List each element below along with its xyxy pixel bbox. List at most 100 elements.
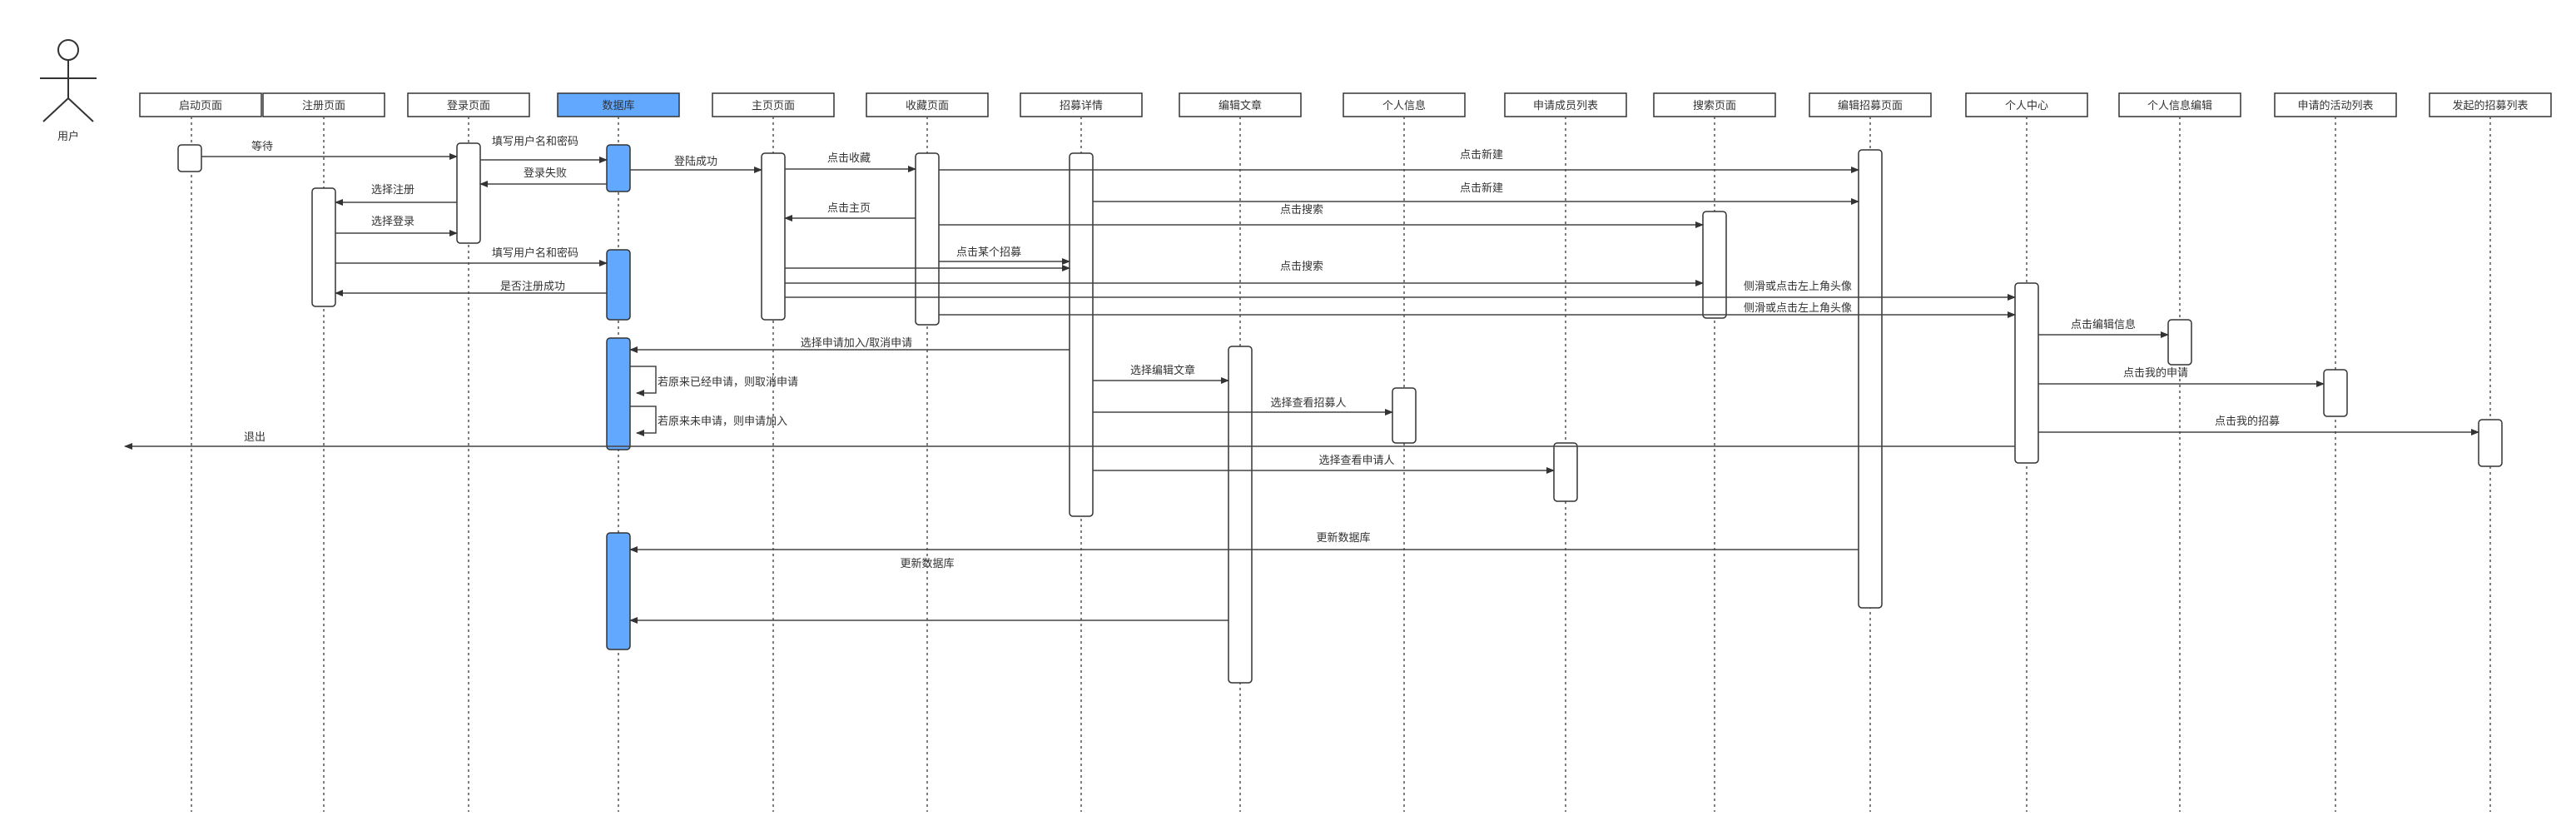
participant-label: 申请成员列表: [1533, 100, 1598, 112]
message-label: 填写用户名和密码: [492, 135, 578, 148]
activation-personal-center: [2014, 282, 2039, 464]
message-label: 点击主页: [827, 202, 871, 215]
activation-edit-recruit: [1858, 149, 1883, 609]
message-detail-new: 点击新建: [1093, 182, 1859, 205]
activation-database: [606, 337, 631, 450]
message-my-applications: 点击我的申请: [2038, 366, 2325, 387]
participant-label: 发起的招募列表: [2452, 99, 2528, 112]
activation-edit-article: [1228, 346, 1253, 684]
message-label: 点击搜索: [1280, 261, 1323, 273]
participant-label: 搜索页面: [1693, 100, 1736, 112]
actor-label: 用户: [57, 130, 79, 143]
message-detail-search: 点击搜索: [939, 204, 1704, 228]
participant-label: 启动页面: [179, 100, 222, 112]
message-label: 若原来已经申请，则取消申请: [658, 376, 798, 389]
message-click-favorites: 点击收藏: [785, 152, 916, 172]
participant-initiated-recruits: 发起的招募列表: [2429, 92, 2552, 812]
message-view-applicants: 选择查看申请人: [1093, 454, 1555, 474]
message-favorites-personal-center: 侧滑或点击左上角头像: [939, 302, 2016, 318]
message-apply-toggle: 选择申请加入/取消申请: [629, 337, 1070, 353]
message-choose-login: 选择登录: [335, 216, 458, 236]
message-label: 点击编辑信息: [2071, 318, 2136, 331]
message-label: 等待: [251, 140, 273, 153]
participant-personal-center: 个人中心: [1965, 92, 2088, 812]
message-label: 侧滑或点击左上角头像: [1744, 281, 1852, 293]
message-label: 点击我的申请: [2123, 366, 2188, 380]
participant-edit-recruit: 编辑招募页面: [1809, 92, 1932, 812]
activation-favorites: [915, 152, 940, 326]
participant-label: 招募详情: [1060, 100, 1103, 112]
message-self-cancel: 若原来已经申请，则取消申请: [630, 366, 798, 396]
activation-boxes: [177, 142, 2503, 684]
participant-label: 编辑文章: [1219, 99, 1262, 112]
participant-edit-article: 编辑文章: [1179, 92, 1302, 812]
messages: 等待 填写用户名和密码 登陆成功 登录失败 点击收藏 点击新建 选择注册 点击: [124, 135, 2479, 624]
participant-home: 主页页面: [712, 92, 835, 812]
message-self-apply: 若原来未申请，则申请加入: [630, 406, 787, 436]
message-label: 点击新建: [1460, 148, 1503, 162]
participant-label: 个人中心: [2005, 100, 2048, 112]
activation-applied-activities: [2323, 369, 2348, 417]
participant-applied-activities: 申请的活动列表: [2274, 92, 2397, 812]
message-label: 侧滑或点击左上角头像: [1744, 302, 1852, 315]
participant-label: 编辑招募页面: [1838, 100, 1903, 112]
participant-label: 个人信息: [1382, 99, 1426, 112]
message-home-personal-center: 侧滑或点击左上角头像: [785, 281, 2016, 301]
participant-recruit-detail: 招募详情: [1020, 92, 1143, 812]
message-label: 登陆成功: [674, 155, 717, 168]
participant-label: 收藏页面: [906, 100, 949, 112]
message-label: 选择登录: [371, 216, 414, 228]
participant-login: 登录页面: [407, 92, 530, 812]
message-register-submit: 填写用户名和密码: [335, 246, 608, 266]
message-label: 登录失败: [524, 167, 567, 180]
participant-personal-info: 个人信息: [1343, 92, 1466, 812]
participant-label: 登录页面: [447, 100, 490, 112]
message-wait: 等待: [201, 140, 458, 160]
activation-recruit-detail: [1069, 152, 1094, 517]
message-my-recruits: 点击我的招募: [2038, 415, 2479, 435]
participant-label: 主页页面: [752, 100, 795, 112]
activation-edit-personal-info: [2167, 319, 2192, 366]
participant-search: 搜索页面: [1653, 92, 1776, 812]
message-label: 点击收藏: [827, 152, 871, 165]
message-label: 点击某个招募: [956, 246, 1021, 259]
message-label: 是否注册成功: [500, 281, 565, 293]
activation-applicant-list: [1553, 442, 1578, 502]
message-label: 选择注册: [371, 184, 414, 197]
participant-register: 注册页面: [262, 92, 385, 812]
message-update-db-recruit: 更新数据库: [629, 531, 1859, 553]
activation-login: [456, 142, 481, 244]
participant-edit-personal-info: 个人信息编辑: [2118, 92, 2241, 812]
actor-user: 用户: [40, 39, 97, 143]
participant-applicant-list: 申请成员列表: [1504, 92, 1627, 812]
message-login-fail: 登录失败: [479, 167, 607, 187]
message-view-recruiter: 选择查看招募人: [1093, 396, 1393, 416]
message-label: 选择查看招募人: [1270, 396, 1346, 410]
message-label: 选择申请加入/取消申请: [801, 337, 912, 350]
message-exit: 退出: [124, 431, 2015, 450]
message-edit-info: 点击编辑信息: [2038, 318, 2169, 338]
message-label: 选择查看申请人: [1318, 454, 1394, 467]
message-label: 退出: [244, 431, 266, 444]
message-edit-article: 选择编辑文章: [1093, 364, 1229, 384]
message-register-result: 是否注册成功: [335, 281, 607, 296]
activation-database: [606, 249, 631, 321]
message-label: 点击搜索: [1280, 204, 1323, 216]
message-label: 填写用户名和密码: [492, 246, 578, 260]
message-label: 更新数据库: [1316, 531, 1370, 545]
message-label: 选择编辑文章: [1130, 364, 1195, 377]
participant-label: 数据库: [602, 99, 634, 112]
message-update-db-article: 更新数据库: [629, 557, 1228, 624]
activation-personal-info: [1392, 387, 1417, 444]
message-login-submit: 填写用户名和密码: [480, 135, 608, 163]
activation-database: [606, 532, 631, 650]
message-favorites-new: 点击新建: [939, 148, 1859, 173]
activation-home: [761, 152, 786, 321]
participant-label: 注册页面: [302, 100, 345, 112]
message-label: 更新数据库: [900, 557, 954, 570]
participant-label: 申请的活动列表: [2297, 99, 2373, 112]
activation-initiated-recruits: [2478, 419, 2503, 467]
activation-register: [311, 187, 336, 307]
participant-startup: 启动页面: [139, 92, 262, 812]
message-choose-register: 选择注册: [335, 184, 457, 206]
